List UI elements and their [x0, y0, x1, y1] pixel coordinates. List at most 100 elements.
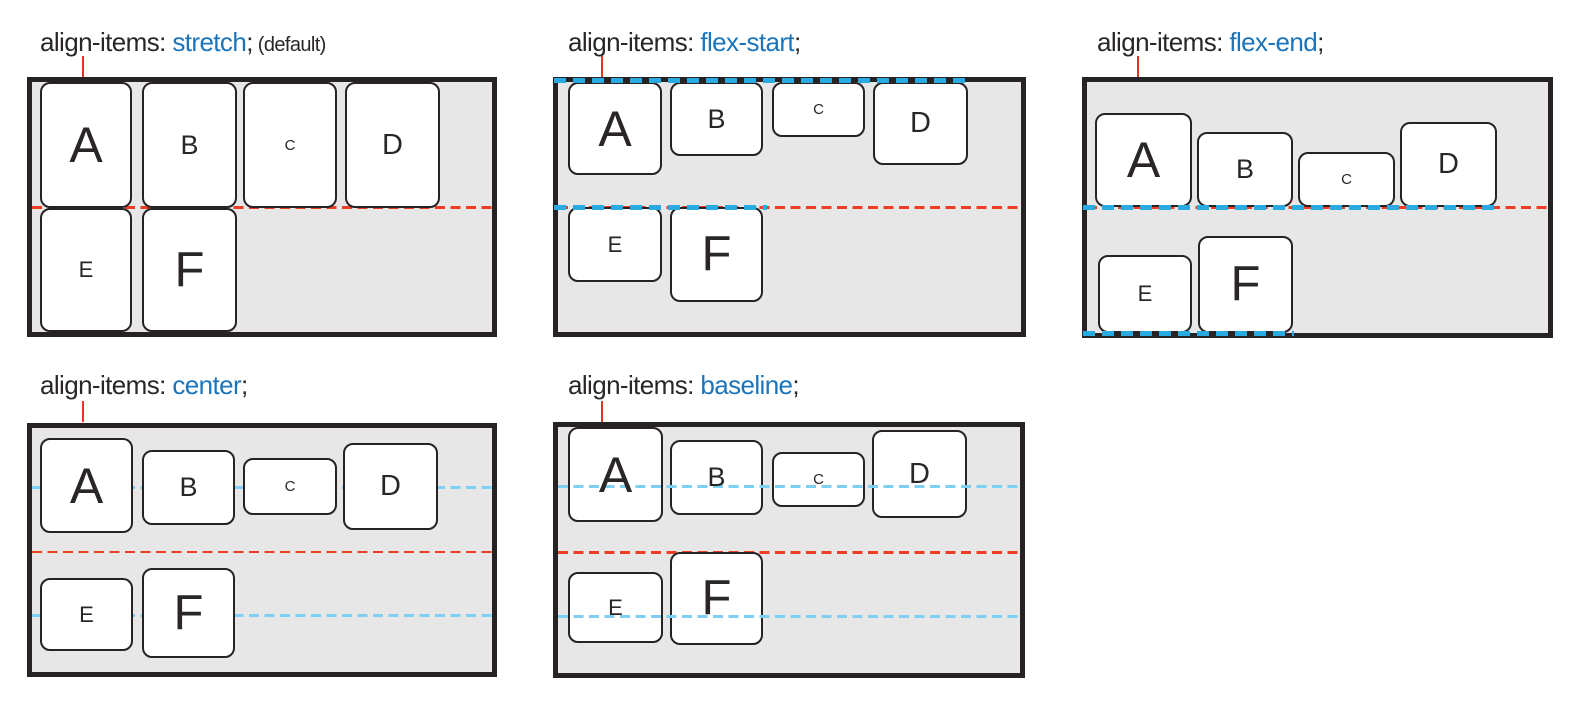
alignment-line-row2	[32, 614, 492, 617]
item-letter: D	[382, 128, 403, 161]
item-letter: B	[1235, 154, 1254, 184]
alignment-line-row2	[1083, 330, 1294, 336]
flex-item-b: B	[142, 450, 235, 525]
item-letter: F	[701, 227, 732, 281]
title-value: flex-start	[700, 27, 795, 57]
panel-title: align-items: baseline;	[568, 370, 800, 400]
cross-axis-line	[32, 550, 492, 553]
item-letter: A	[598, 446, 633, 503]
item-letter: F	[173, 585, 204, 640]
panel-title: align-items: stretch; (default)	[40, 29, 326, 55]
flex-item-c: C	[243, 458, 337, 515]
flex-container: A B C D E F	[1082, 77, 1553, 338]
title-semicolon: ;	[794, 27, 801, 57]
item-letter: E	[1137, 281, 1153, 306]
item-letter: C	[813, 471, 824, 488]
title-semicolon: ;	[241, 370, 248, 400]
flex-item-d: D	[345, 82, 440, 208]
flex-item-f: F	[142, 568, 235, 658]
flex-item-a: A	[568, 82, 662, 175]
title-value: center	[172, 370, 242, 400]
flex-item-a: A	[1095, 113, 1192, 207]
title-semicolon: ;	[1317, 27, 1324, 57]
flex-container: A B C D E F	[27, 423, 497, 677]
flex-container: A B C D E F	[553, 77, 1026, 337]
title-value: flex-end	[1229, 27, 1318, 57]
flex-item-b: B	[142, 82, 237, 208]
callout-tick	[601, 56, 603, 77]
item-letter: A	[598, 100, 632, 157]
panel-title: align-items: flex-end;	[1097, 29, 1324, 55]
flex-item-e: E	[40, 578, 133, 651]
title-property: align-items:	[1097, 27, 1230, 57]
title-semicolon: ;	[246, 27, 253, 57]
flex-item-d: D	[343, 443, 438, 530]
baseline-line-row1	[558, 485, 1020, 488]
item-letter: E	[608, 594, 623, 620]
item-letter: F	[701, 571, 732, 625]
flex-item-c: C	[772, 452, 865, 507]
callout-tick	[82, 56, 84, 77]
item-letter: A	[69, 117, 103, 173]
flex-item-b: B	[1197, 132, 1293, 207]
flex-item-f: F	[142, 208, 237, 332]
flex-container: A B C D E F	[27, 77, 497, 337]
alignment-line-row1	[554, 77, 968, 83]
title-semicolon: ;	[792, 370, 800, 400]
item-letter: B	[180, 129, 199, 160]
flex-item-e: E	[568, 572, 663, 643]
panel-title: align-items: center;	[40, 372, 248, 398]
item-letter: D	[909, 457, 930, 490]
item-letter: C	[1341, 171, 1352, 188]
item-letter: B	[707, 103, 726, 134]
title-property: align-items:	[568, 370, 701, 400]
title-property: align-items:	[40, 370, 173, 400]
callout-tick	[601, 401, 603, 422]
alignment-line-row2	[554, 204, 767, 210]
flex-item-f: F	[1198, 236, 1293, 333]
flex-item-f: F	[670, 207, 763, 302]
item-letter: A	[1126, 132, 1161, 188]
title-value: stretch	[172, 27, 247, 57]
item-letter: F	[174, 242, 205, 297]
flex-item-a: A	[40, 438, 133, 533]
item-letter: D	[910, 107, 931, 139]
cross-axis-line	[558, 551, 1020, 554]
item-letter: E	[78, 257, 94, 282]
flex-item-a: A	[568, 427, 663, 522]
item-letter: E	[79, 601, 94, 627]
flex-item-b: B	[670, 82, 763, 156]
flex-item-b: B	[670, 440, 763, 515]
cross-axis-line	[558, 206, 1021, 209]
baseline-line-row2	[558, 615, 1020, 618]
flex-item-c: C	[243, 82, 337, 208]
flex-item-f: F	[670, 552, 763, 645]
title-value: baseline	[700, 370, 793, 400]
item-letter: C	[284, 478, 296, 495]
callout-tick	[1137, 56, 1139, 77]
item-letter: D	[380, 470, 401, 502]
item-letter: C	[813, 101, 824, 118]
alignment-line-row1	[1083, 204, 1501, 210]
flex-item-e: E	[1098, 255, 1192, 333]
item-letter: C	[284, 136, 296, 154]
item-letter: A	[69, 457, 104, 514]
item-letter: B	[179, 472, 198, 502]
flex-container: A B C D E F	[553, 422, 1025, 678]
item-letter: D	[1438, 148, 1459, 180]
flex-item-a: A	[40, 82, 132, 208]
item-letter: F	[1230, 257, 1261, 311]
title-suffix: (default)	[252, 34, 327, 56]
flex-item-d: D	[1400, 122, 1497, 207]
panel-title: align-items: flex-start;	[568, 29, 801, 55]
flex-item-e: E	[40, 208, 132, 332]
item-letter: E	[607, 231, 623, 257]
item-letter: B	[707, 462, 726, 492]
title-property: align-items:	[40, 27, 173, 57]
title-property: align-items:	[568, 27, 701, 57]
callout-tick	[82, 401, 84, 422]
flex-item-d: D	[873, 82, 968, 165]
flex-item-d: D	[872, 430, 967, 518]
flex-item-e: E	[568, 207, 662, 282]
flex-item-c: C	[1298, 152, 1395, 207]
